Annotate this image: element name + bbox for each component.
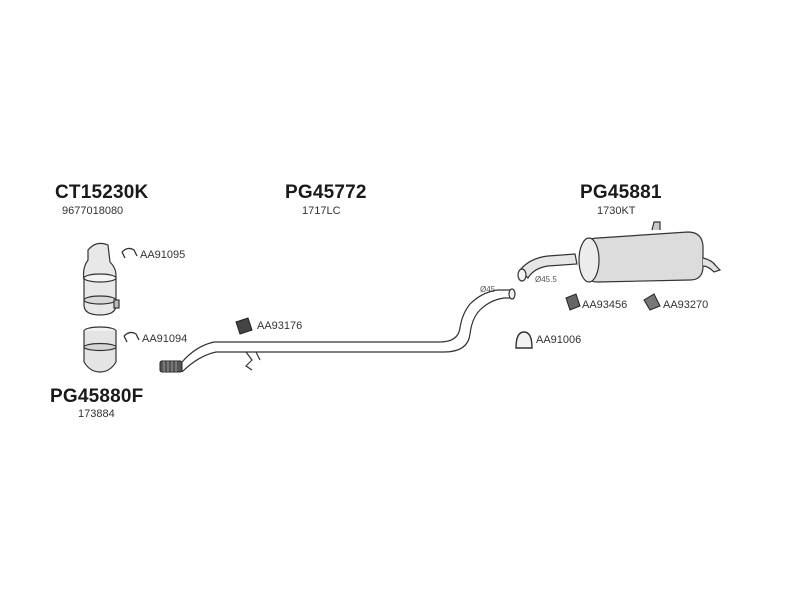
rear-silencer-drawing: [517, 221, 722, 283]
ref-code-middle-pipe: 1717LC: [302, 205, 341, 217]
middle-pipe-drawing: [181, 288, 516, 373]
ref-code-catalyst-bottom: 173884: [78, 408, 115, 420]
part-code-catalyst-top: CT15230K: [55, 182, 149, 203]
part-code-catalyst-bottom: PG45880F: [50, 386, 144, 407]
diameter-silencer-inlet: Ø45.5: [535, 275, 557, 284]
acc-code-clamp-top: AA91095: [140, 249, 186, 261]
clamp-rear-drawing: [515, 331, 533, 349]
acc-code-mount-rear-left: AA93456: [582, 299, 628, 311]
part-code-rear-silencer: PG45881: [580, 182, 662, 203]
diameter-pipe-end: Ø45: [480, 285, 496, 294]
acc-code-clamp-rear: AA91006: [536, 334, 582, 346]
acc-code-mount-rear-right: AA93270: [663, 299, 709, 311]
catalyst-top-drawing: [82, 242, 120, 316]
part-code-middle-pipe: PG45772: [285, 182, 367, 203]
catalyst-bottom-drawing: [83, 326, 117, 373]
clamp-top-drawing: [121, 247, 138, 259]
ref-code-catalyst-top: 9677018080: [62, 205, 124, 217]
rubber-mount-front-drawing: [235, 317, 253, 335]
mount-rear-right-drawing: [643, 293, 661, 311]
ref-code-rear-silencer: 1730KT: [597, 205, 636, 217]
mount-rear-left-drawing: [565, 293, 581, 311]
acc-code-clamp-bottom: AA91094: [142, 333, 188, 345]
flex-connector: [159, 360, 183, 373]
clamp-bottom-drawing: [123, 331, 140, 343]
acc-code-rubber-mount-front: AA93176: [257, 320, 303, 332]
